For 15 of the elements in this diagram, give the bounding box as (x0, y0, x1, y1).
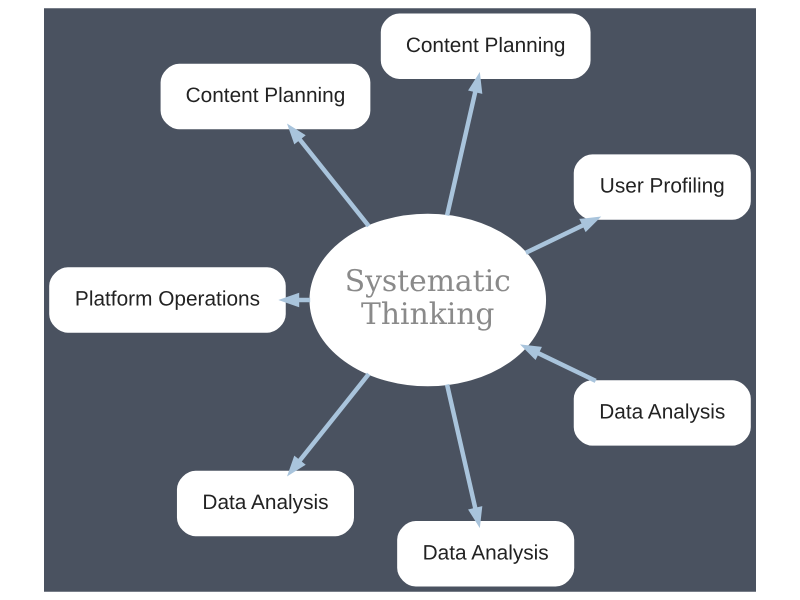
node-box: Content Planning (380, 14, 591, 79)
node-box: User Profiling (574, 154, 751, 220)
arrow (444, 72, 482, 216)
node-ellipse: Systematic Thinking (310, 214, 546, 386)
arrow (444, 384, 482, 528)
node-box: Content Planning (160, 64, 370, 130)
node-box: Data Analysis (397, 521, 574, 586)
node-box: Data Analysis (574, 380, 751, 446)
arrow (520, 344, 597, 383)
node-box: Data Analysis (176, 470, 354, 536)
arrow (286, 372, 370, 477)
arrow (524, 216, 602, 255)
arrow (286, 123, 370, 228)
node-box: Platform Operations (49, 267, 286, 333)
arrow (278, 292, 310, 308)
